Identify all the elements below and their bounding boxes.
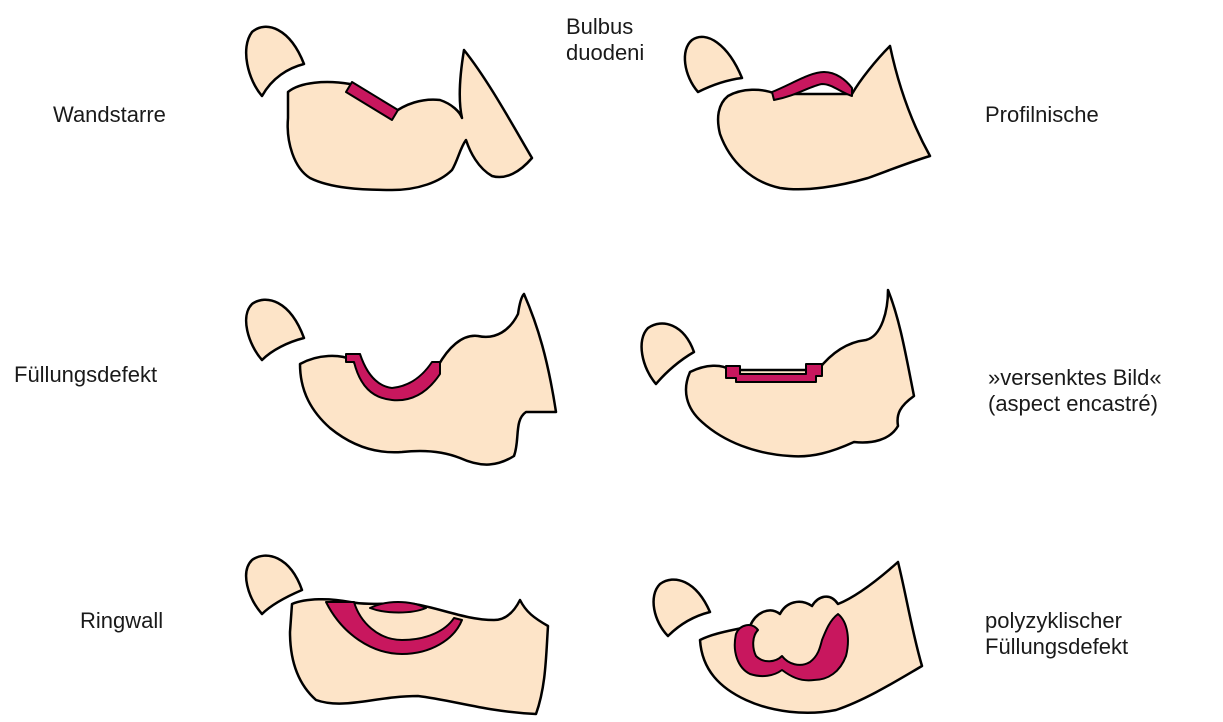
stomach-outline-1: [288, 50, 532, 190]
bulbus-cap-6: [654, 580, 710, 636]
bulbus-cap-3: [246, 300, 304, 360]
stomach-outline-5: [290, 599, 548, 714]
bulbus-cap-1: [246, 27, 304, 96]
panel-versenktes-bild: [642, 290, 914, 456]
bulbus-cap-4: [642, 323, 694, 384]
panel-fuellungsdefekt: [246, 294, 556, 465]
panel-ringwall: [246, 556, 548, 714]
stomach-outline-6: [700, 562, 922, 713]
lesion-versenktes-bild: [726, 364, 822, 382]
panel-profilnische: [685, 37, 930, 189]
bulbus-cap-2: [685, 37, 742, 92]
stomach-outline-2: [718, 46, 930, 189]
panel-polyzyklischer-fuellungsdefekt: [654, 562, 922, 713]
panel-wandstarre: [246, 27, 532, 190]
